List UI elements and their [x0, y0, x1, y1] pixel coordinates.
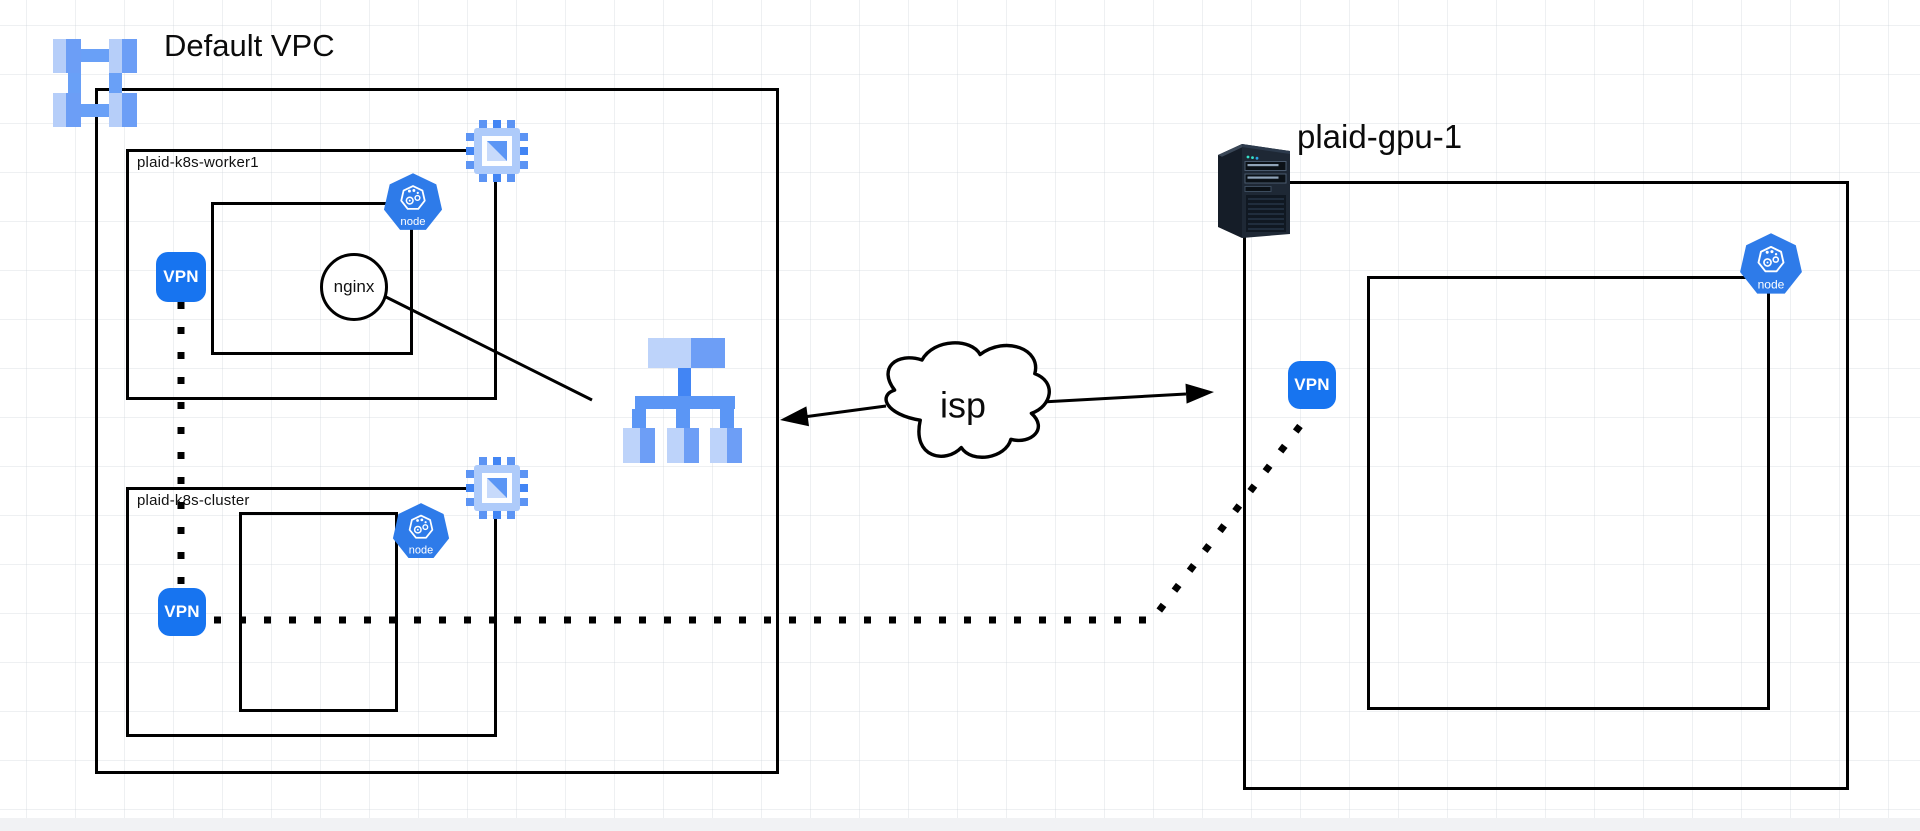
- cluster-inner-box[interactable]: [239, 512, 398, 712]
- worker-host-label: plaid-k8s-worker1: [137, 154, 259, 171]
- instance-group-icon[interactable]: [622, 338, 752, 463]
- gpu-host-title: plaid-gpu-1: [1297, 118, 1463, 155]
- default-vpc-title: Default VPC: [164, 28, 335, 63]
- worker-vpn-badge[interactable]: VPN: [156, 252, 206, 302]
- vpn-label: VPN: [164, 602, 200, 621]
- node-label: node: [400, 216, 425, 228]
- kubernetes-node-icon[interactable]: node: [392, 502, 450, 562]
- server-tower-icon[interactable]: [1212, 137, 1292, 245]
- nginx-service-circle[interactable]: nginx: [320, 253, 388, 321]
- isp-gpu-arrow-line: [1041, 392, 1187, 404]
- isp-gpu-arrowhead: [1185, 383, 1214, 404]
- worker-inner-box[interactable]: [211, 202, 413, 355]
- vpc-icon[interactable]: [49, 37, 141, 129]
- kubernetes-node-icon[interactable]: node: [383, 172, 443, 234]
- node-label: node: [1758, 277, 1785, 291]
- gpu-inner-box[interactable]: [1367, 276, 1770, 710]
- vpn-label: VPN: [163, 267, 199, 286]
- node-label: node: [409, 544, 433, 556]
- isp-label: isp: [940, 386, 986, 426]
- vpn-label: VPN: [1294, 375, 1330, 394]
- cloud-shape: isp: [884, 341, 1051, 459]
- gpu-vpn-badge[interactable]: VPN: [1288, 361, 1336, 409]
- compute-engine-chip-icon[interactable]: [466, 457, 528, 519]
- worker-host-box[interactable]: [126, 149, 497, 400]
- nginx-label: nginx: [333, 277, 375, 296]
- kubernetes-node-icon[interactable]: node: [1739, 232, 1803, 298]
- isp-cloud[interactable]: isp: [868, 333, 1058, 480]
- cluster-vpn-badge[interactable]: VPN: [158, 588, 206, 636]
- compute-engine-chip-icon[interactable]: [466, 120, 528, 182]
- canvas-bottom-strip: [0, 818, 1920, 831]
- vpc-isp-arrowhead: [780, 406, 809, 427]
